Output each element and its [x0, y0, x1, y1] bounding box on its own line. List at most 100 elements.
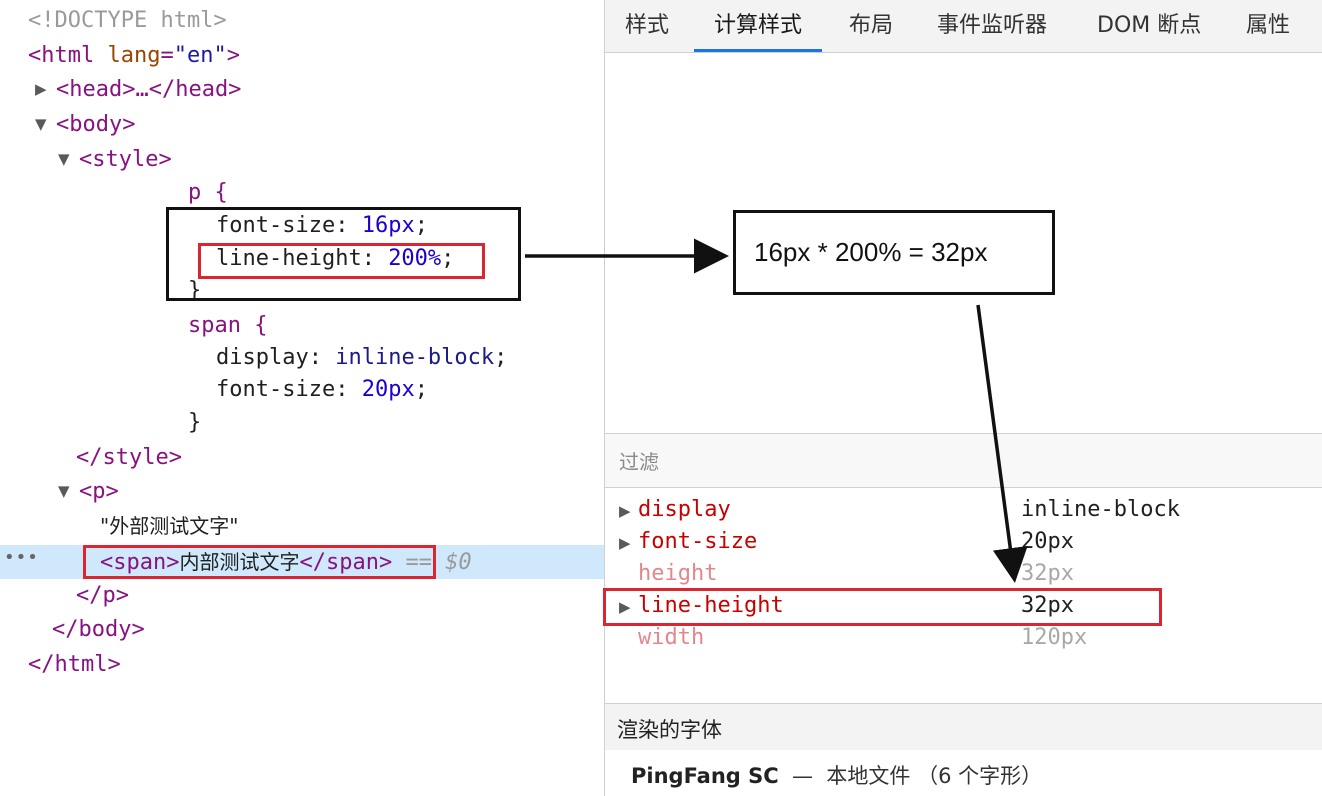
computed-prop-font-size[interactable]: font-size: [638, 527, 757, 557]
css-value: 20px: [361, 377, 415, 402]
css-font-size2-decl: font-size: 20px;: [216, 375, 428, 405]
rendered-fonts-header[interactable]: 渲染的字体: [605, 703, 1322, 750]
tab-styles[interactable]: 样式: [625, 13, 670, 38]
css-p-close: }: [188, 276, 201, 306]
expand-triangle-icon[interactable]: ▶: [619, 534, 631, 552]
sidebar-tab-bar: 样式 计算样式 布局 事件监听器 DOM 断点 属性: [605, 0, 1322, 53]
more-actions-icon[interactable]: •••: [4, 547, 39, 568]
body-node[interactable]: <body>: [56, 110, 135, 140]
prop-name: width: [638, 625, 705, 650]
css-semicolon: ;: [494, 345, 508, 370]
style-close-tag: </style>: [76, 445, 182, 470]
css-span-close: }: [188, 408, 201, 438]
html-node[interactable]: <html lang="en">: [28, 41, 240, 71]
prop-name: height: [638, 561, 718, 586]
rendered-font-entry: PingFang SC — 本地文件 （6 个字形）: [631, 760, 1042, 790]
html-close-node[interactable]: </html>: [28, 650, 121, 680]
body-close-node[interactable]: </body>: [52, 615, 145, 645]
style-node[interactable]: <style>: [79, 145, 172, 175]
computed-value-height: 32px: [1021, 559, 1074, 589]
css-semicolon: ;: [414, 377, 428, 402]
formula-callout: 16px * 200% = 32px: [733, 210, 1055, 295]
span-node[interactable]: <span>内部测试文字</span> == $0: [100, 547, 472, 578]
html-close-tag: </html>: [28, 652, 121, 677]
span-node-red-frame: [83, 545, 436, 579]
css-span-selector: span {: [188, 311, 267, 341]
computed-prop-line-height[interactable]: line-height: [638, 591, 784, 621]
css-semicolon: ;: [414, 213, 428, 238]
css-prop: font-size:: [216, 213, 362, 238]
css-value: 200%: [388, 246, 442, 271]
collapse-triangle-icon[interactable]: ▼: [58, 482, 70, 500]
css-line-height-decl: line-height: 200%;: [216, 244, 454, 274]
body-open-tag: <body>: [56, 112, 136, 137]
filter-bar[interactable]: 过滤: [605, 433, 1322, 488]
tab-dom-breakpoints[interactable]: DOM 断点: [1097, 13, 1202, 38]
computed-prop-width[interactable]: width: [638, 623, 704, 653]
css-value: inline-block: [335, 345, 495, 370]
css-display-decl: display: inline-block;: [216, 343, 507, 373]
css-value: 16px: [361, 213, 415, 238]
head-collapsed-tag: <head>…</head>: [56, 77, 242, 102]
lang-eq: =: [160, 43, 174, 68]
computed-prop-display[interactable]: display: [638, 495, 731, 525]
lang-attr-value: "en": [173, 43, 227, 68]
html-tag-close: >: [226, 43, 240, 68]
rendered-fonts-title: 渲染的字体: [617, 718, 722, 742]
doctype-text: <!DOCTYPE html>: [28, 8, 227, 33]
css-prop: display:: [216, 345, 336, 370]
html-open-tag: <html: [28, 43, 95, 68]
text-node-content: "外部测试文字": [100, 514, 239, 538]
lang-attr-name: lang: [107, 43, 161, 68]
selected-marker: == $0: [405, 550, 472, 575]
css-p-selector: p {: [188, 178, 228, 208]
selected-row-highlight[interactable]: [0, 545, 604, 579]
prop-value: 20px: [1021, 529, 1074, 554]
p-open-tag: <p>: [79, 479, 119, 504]
computed-value-display: inline-block: [1021, 495, 1180, 525]
expand-triangle-icon[interactable]: ▶: [35, 80, 47, 98]
filter-input[interactable]: 过滤: [619, 450, 659, 474]
prop-value: 32px: [1021, 593, 1074, 618]
css-span-selector-text: span {: [188, 313, 268, 338]
tab-layout[interactable]: 布局: [849, 13, 894, 38]
computed-value-font-size: 20px: [1021, 527, 1074, 557]
tab-properties[interactable]: 属性: [1246, 13, 1291, 38]
line-height-red-frame: [198, 243, 485, 279]
css-font-size-decl: font-size: 16px;: [216, 211, 428, 241]
body-close-tag: </body>: [52, 617, 145, 642]
prop-name: line-height: [638, 593, 784, 618]
css-semicolon: ;: [441, 246, 455, 271]
css-p-selector-text: p {: [188, 180, 228, 205]
style-close-node[interactable]: </style>: [76, 443, 182, 473]
span-close-tag: </span>: [299, 550, 393, 575]
font-name: PingFang SC: [631, 764, 779, 788]
sidebar-panel: 样式 计算样式 布局 事件监听器 DOM 断点 属性 过滤 ▶ display …: [603, 0, 1322, 796]
text-node[interactable]: "外部测试文字": [100, 511, 238, 541]
font-dash: —: [792, 764, 814, 788]
collapse-triangle-icon[interactable]: ▼: [35, 115, 47, 133]
collapse-triangle-icon[interactable]: ▼: [58, 150, 70, 168]
expand-triangle-icon[interactable]: ▶: [619, 502, 631, 520]
expand-triangle-icon[interactable]: ▶: [619, 598, 631, 616]
tab-computed[interactable]: 计算样式: [694, 0, 823, 52]
p-close-node[interactable]: </p>: [76, 581, 129, 611]
computed-value-width: 120px: [1021, 623, 1087, 653]
prop-name: font-size: [638, 529, 758, 554]
doctype-node[interactable]: <!DOCTYPE html>: [28, 6, 227, 36]
font-source: 本地文件: [826, 764, 911, 788]
computed-prop-height[interactable]: height: [638, 559, 717, 589]
span-open-tag: <span>: [100, 550, 180, 575]
p-node[interactable]: <p>: [79, 477, 119, 507]
css-brace: }: [188, 410, 202, 435]
span-text: 内部测试文字: [179, 550, 300, 574]
prop-name: display: [638, 497, 731, 522]
line-height-computed-red-frame: [603, 588, 1162, 626]
tab-event-listeners[interactable]: 事件监听器: [937, 13, 1048, 38]
p-close-tag: </p>: [76, 583, 129, 608]
prop-value: inline-block: [1021, 497, 1180, 522]
style-open-tag: <style>: [79, 147, 172, 172]
computed-value-line-height: 32px: [1021, 591, 1074, 621]
elements-panel: ••• <!DOCTYPE html> <html lang="en"> ▶ <…: [0, 0, 605, 796]
head-node[interactable]: <head>…</head>: [56, 75, 241, 105]
